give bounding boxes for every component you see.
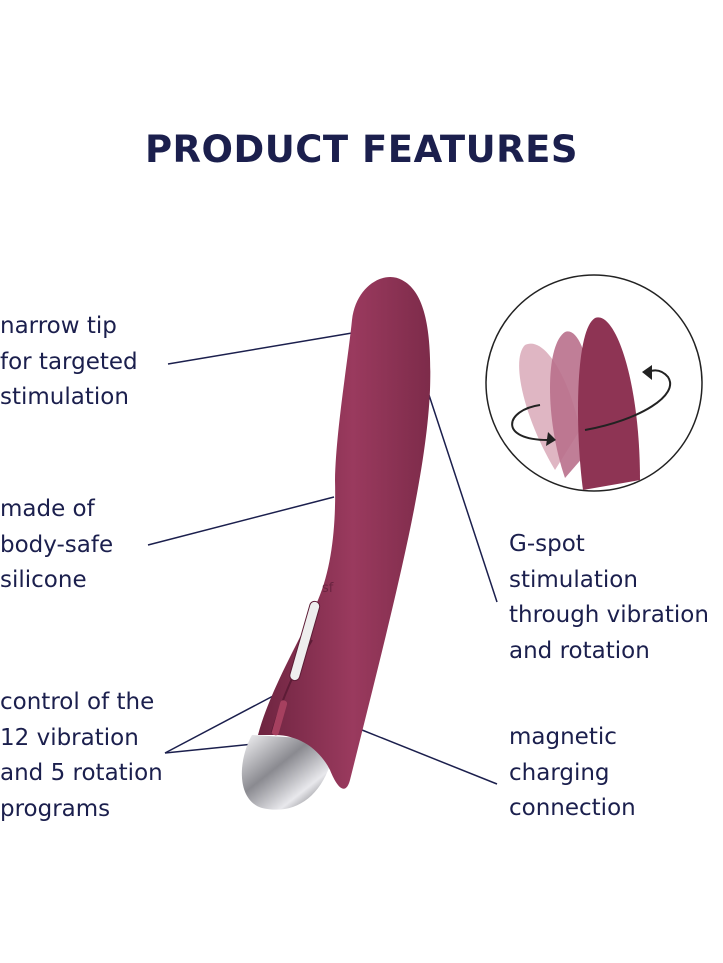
feature-line: charging (509, 759, 610, 786)
feature-line: programs (0, 795, 111, 822)
feature-g-spot: G-spot stimulation through vibration and… (509, 527, 709, 669)
feature-line: stimulation (509, 566, 638, 593)
feature-line: and 5 rotation (0, 760, 163, 786)
brand-logo: sf (322, 581, 334, 596)
feature-programs: control of the 12 vibration and 5 rotati… (0, 685, 163, 827)
feature-line: control of the (0, 689, 155, 715)
feature-line: magnetic (509, 724, 617, 750)
chrome-tip (241, 735, 336, 810)
feature-line: body-safe (0, 531, 114, 558)
feature-line: through vibration (509, 602, 709, 628)
feature-line: stimulation (0, 384, 129, 410)
feature-line: and rotation (509, 637, 650, 664)
feature-line: made of (0, 496, 95, 522)
feature-line: 12 vibration (0, 724, 139, 751)
rotation-inset (485, 274, 703, 492)
feature-narrow-tip: narrow tip for targeted stimulation (0, 309, 138, 416)
feature-line: silicone (0, 567, 87, 593)
feature-line: connection (509, 795, 636, 821)
page-title: PRODUCT FEATURES (144, 128, 579, 171)
leader-lines (147, 332, 498, 785)
feature-line: G-spot (509, 531, 585, 557)
feature-magnetic-charging: magnetic charging connection (509, 720, 636, 827)
feature-line: narrow tip (0, 313, 117, 339)
feature-silicone: made of body-safe silicone (0, 492, 113, 599)
feature-line: for targeted (0, 348, 138, 375)
